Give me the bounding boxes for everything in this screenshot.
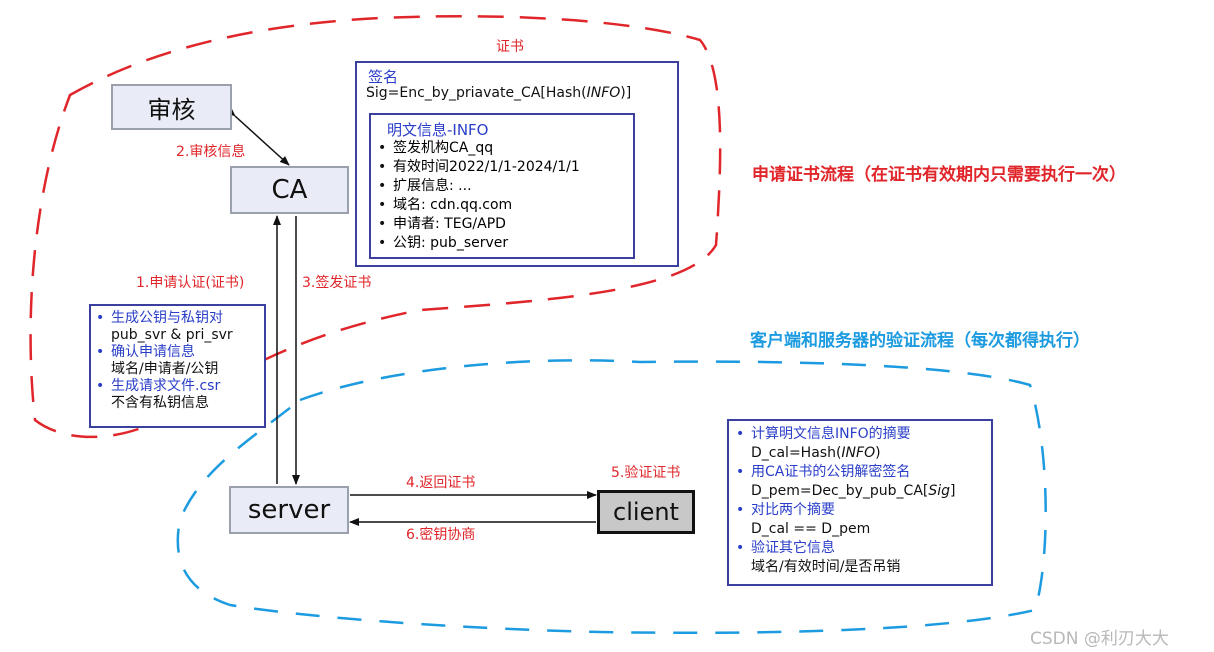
step6-label: 6.密钥协商 xyxy=(406,527,476,543)
server-step-title: 确认申请信息 xyxy=(93,344,264,361)
server-node-label: server xyxy=(247,495,331,525)
client-node-label: client xyxy=(613,498,679,526)
ca-node: CA xyxy=(230,166,349,214)
step4-label: 4.返回证书 xyxy=(406,475,476,491)
server-step-detail: pub_svr & pri_svr xyxy=(111,327,233,343)
info-list: 签发机构CA_qq 有效时间2022/1/1-2024/1/1 扩展信息: ..… xyxy=(375,139,580,253)
client-step-detail-prefix: D_cal=Hash( xyxy=(751,445,842,461)
step3-label: 3.签发证书 xyxy=(302,275,372,291)
watermark: CSDN @利刃大大 xyxy=(1030,629,1169,649)
client-step-detail-prefix: D_pem=Dec_by_pub_CA[ xyxy=(751,483,929,499)
signature-formula-prefix: Sig=Enc_by_priavate_CA[Hash( xyxy=(366,85,587,101)
client-node: client xyxy=(597,490,695,534)
info-item: 域名: cdn.qq.com xyxy=(375,196,580,215)
server-step-detail: 域名/申请者/公钥 xyxy=(111,361,219,377)
client-step-detail: D_cal == D_pem xyxy=(751,521,871,537)
server-node: server xyxy=(229,486,349,534)
client-step-detail-suffix: ] xyxy=(950,483,956,499)
server-steps-list: 生成公钥与私钥对 pub_svr & pri_svr 确认申请信息 域名/申请者… xyxy=(93,310,264,412)
client-step-detail-italic: INFO xyxy=(841,445,876,461)
certificate-title: 证书 xyxy=(496,39,524,55)
client-step-title: 对比两个摘要 xyxy=(733,501,991,520)
client-steps-panel: 计算明文信息INFO的摘要 D_cal=Hash(INFO) 用CA证书的公钥解… xyxy=(727,419,993,586)
server-steps-panel: 生成公钥与私钥对 pub_svr & pri_svr 确认申请信息 域名/申请者… xyxy=(89,304,266,428)
signature-formula-italic: INFO xyxy=(586,85,621,101)
verify-flow-region xyxy=(176,359,1047,635)
server-step-title: 生成请求文件.csr xyxy=(93,378,264,395)
client-step-title: 验证其它信息 xyxy=(733,539,991,558)
client-step-title: 计算明文信息INFO的摘要 xyxy=(733,425,991,444)
info-item: 扩展信息: ... xyxy=(375,177,580,196)
step5-label: 5.验证证书 xyxy=(611,465,681,481)
verify-flow-heading: 客户端和服务器的验证流程（每次都得执行） xyxy=(750,331,1090,351)
signature-formula: Sig=Enc_by_priavate_CA[Hash(INFO)] xyxy=(366,85,631,101)
info-item: 签发机构CA_qq xyxy=(375,139,580,158)
step1-label: 1.申请认证(证书) xyxy=(136,275,245,291)
certificate-panel: 签名 Sig=Enc_by_priavate_CA[Hash(INFO)] 明文… xyxy=(355,61,679,267)
step2-label: 2.审核信息 xyxy=(176,144,246,160)
client-step-detail: D_cal=Hash(INFO) xyxy=(733,444,991,463)
audit-node-label: 审核 xyxy=(147,95,196,124)
signature-title: 签名 xyxy=(368,68,399,86)
server-step-detail: 不含有私钥信息 xyxy=(111,395,209,411)
info-title: 明文信息-INFO xyxy=(387,121,489,139)
apply-flow-heading: 申请证书流程（在证书有效期内只需要执行一次） xyxy=(752,165,1126,185)
client-steps-list: 计算明文信息INFO的摘要 D_cal=Hash(INFO) 用CA证书的公钥解… xyxy=(733,425,991,577)
info-item: 有效时间2022/1/1-2024/1/1 xyxy=(375,158,580,177)
info-panel: 明文信息-INFO 签发机构CA_qq 有效时间2022/1/1-2024/1/… xyxy=(369,113,635,259)
client-step-detail: D_pem=Dec_by_pub_CA[Sig] xyxy=(733,482,991,501)
ca-node-label: CA xyxy=(271,175,308,205)
client-step-detail: 域名/有效时间/是否吊销 xyxy=(751,559,901,575)
client-step-detail-italic: Sig xyxy=(928,483,951,499)
info-item: 公钥: pub_server xyxy=(375,234,580,253)
signature-formula-suffix: )] xyxy=(620,85,632,101)
client-step-title: 用CA证书的公钥解密签名 xyxy=(733,463,991,482)
server-step-title: 生成公钥与私钥对 xyxy=(93,310,264,327)
arrow-audit-ca xyxy=(225,106,290,166)
client-step-detail-suffix: ) xyxy=(875,445,881,461)
apply-flow-region xyxy=(29,15,722,439)
audit-node: 审核 xyxy=(111,84,232,130)
info-item: 申请者: TEG/APD xyxy=(375,215,580,234)
